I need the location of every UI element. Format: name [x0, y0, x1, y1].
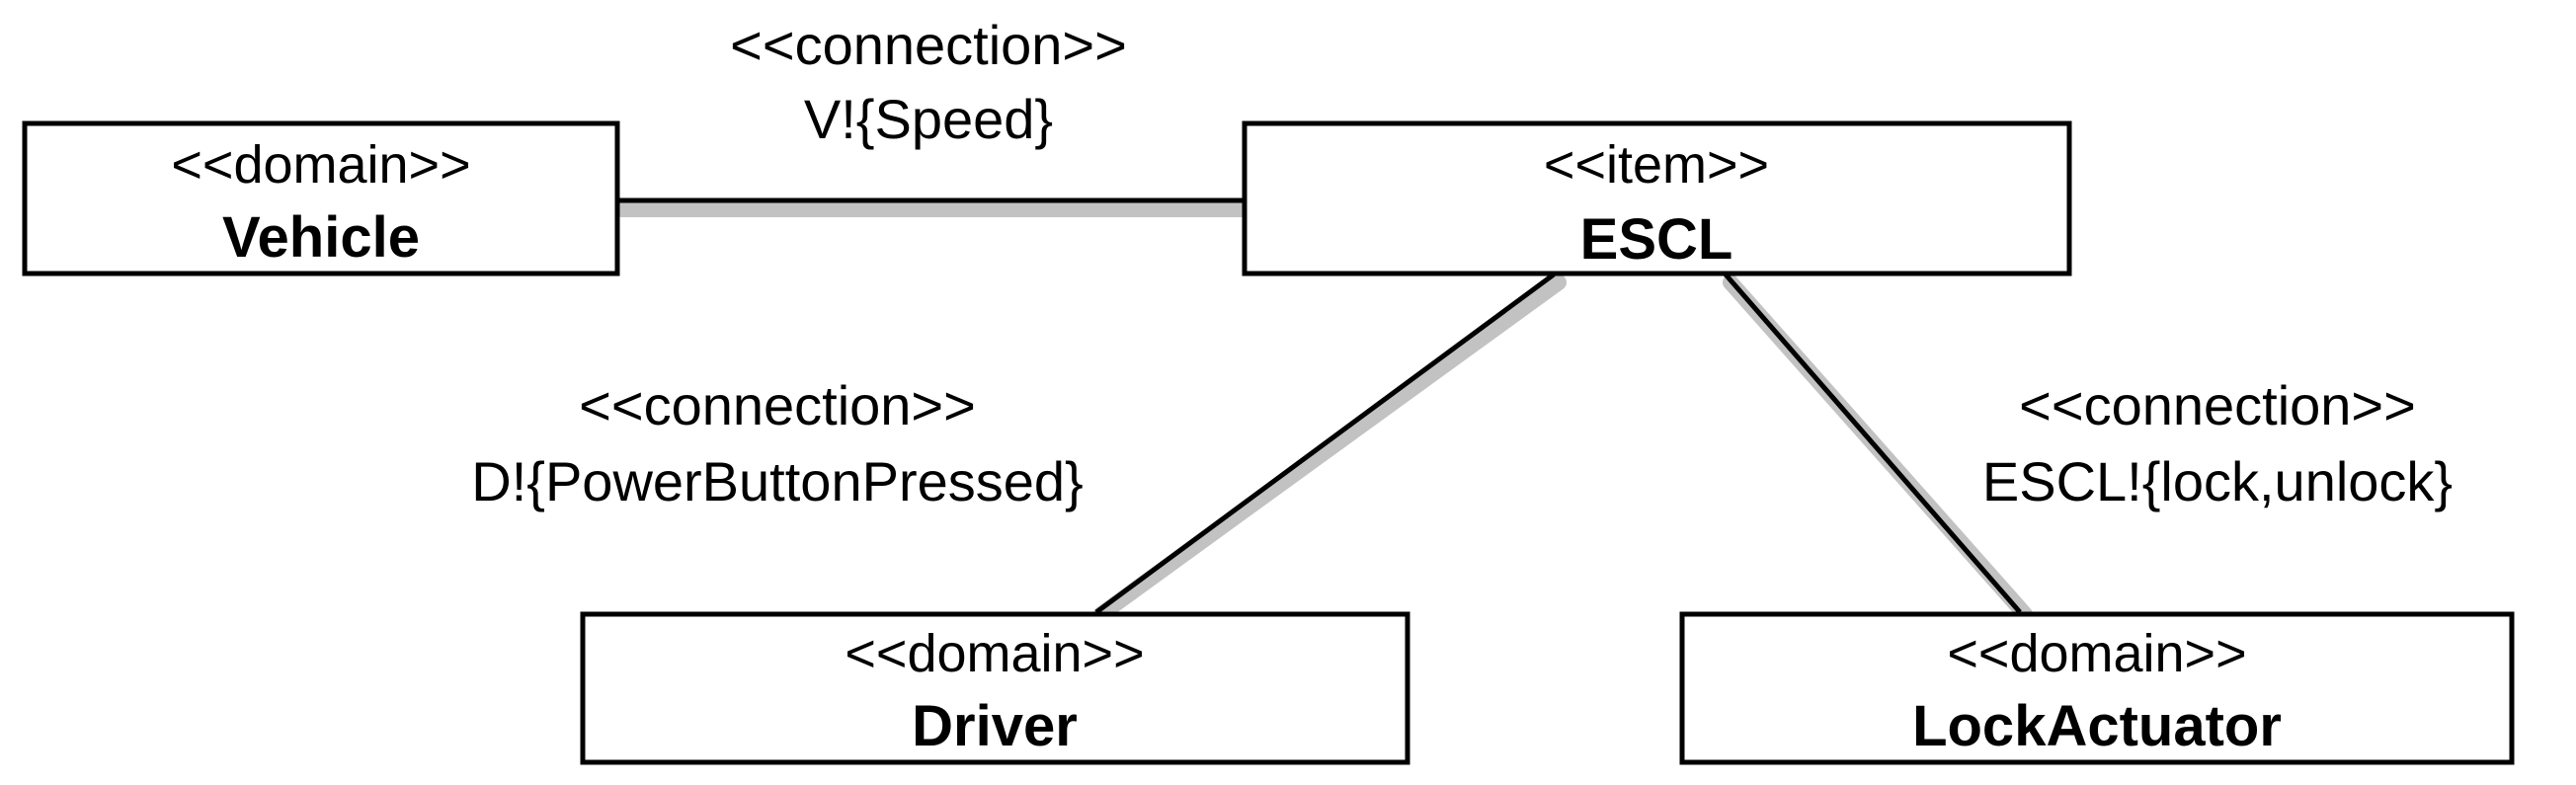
stereotype-label-driver: <<domain>>	[845, 624, 1144, 683]
item-box-escl: <<item>> ESCL	[1242, 120, 2072, 276]
connection-stereotype-driver-escl: <<connection>>	[579, 374, 976, 436]
connection-stereotype-escl-lockactuator: <<connection>>	[2019, 374, 2416, 436]
connection-phenomena-driver-escl: D!{PowerButtonPressed}	[471, 450, 1083, 512]
node-name-driver: Driver	[912, 694, 1078, 758]
domain-box-lockactuator: <<domain>> LockActuator	[1679, 611, 2515, 765]
node-name-lockactuator: LockActuator	[1912, 694, 2282, 758]
stereotype-label-vehicle: <<domain>>	[171, 135, 470, 195]
link-escl-lockactuator	[1724, 273, 2022, 614]
connection-phenomena-escl-lockactuator: ESCL!{lock,unlock}	[1982, 450, 2453, 512]
connection-label-driver-escl: <<connection>> D!{PowerButtonPressed}	[471, 374, 1083, 512]
stereotype-label-lockactuator: <<domain>>	[1947, 624, 2246, 683]
stereotype-label-escl: <<item>>	[1544, 135, 1769, 195]
connection-stereotype-vehicle-escl: <<connection>>	[730, 14, 1127, 76]
connection-phenomena-vehicle-escl: V!{Speed}	[804, 88, 1053, 150]
link-escl-driver	[1094, 272, 1556, 615]
domain-box-driver: <<domain>> Driver	[580, 611, 1410, 765]
box-outline-vehicle	[22, 120, 620, 276]
node-name-escl: ESCL	[1580, 207, 1733, 272]
domain-box-vehicle: <<domain>> Vehicle	[22, 120, 620, 276]
link-shadow-escl-driver	[1093, 275, 1567, 622]
node-name-vehicle: Vehicle	[222, 205, 420, 270]
box-outline-lockactuator	[1679, 611, 2515, 765]
box-outline-escl	[1242, 120, 2072, 276]
connection-label-escl-lockactuator: <<connection>> ESCL!{lock,unlock}	[1982, 374, 2453, 512]
connection-label-vehicle-escl: <<connection>> V!{Speed}	[730, 14, 1127, 150]
connection-lines	[614, 197, 2033, 622]
box-outline-driver	[580, 611, 1410, 765]
